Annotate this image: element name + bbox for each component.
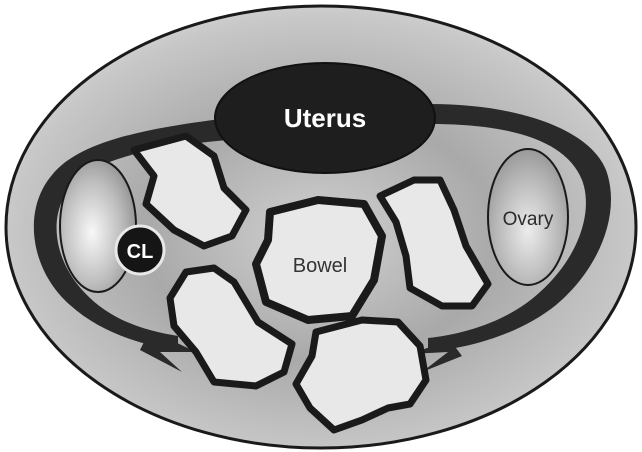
cl-label: CL	[127, 241, 154, 263]
left-ovary	[60, 160, 136, 292]
bowel-label: Bowel	[293, 255, 347, 277]
ovary-label: Ovary	[503, 209, 554, 230]
uterus-label: Uterus	[284, 103, 366, 133]
